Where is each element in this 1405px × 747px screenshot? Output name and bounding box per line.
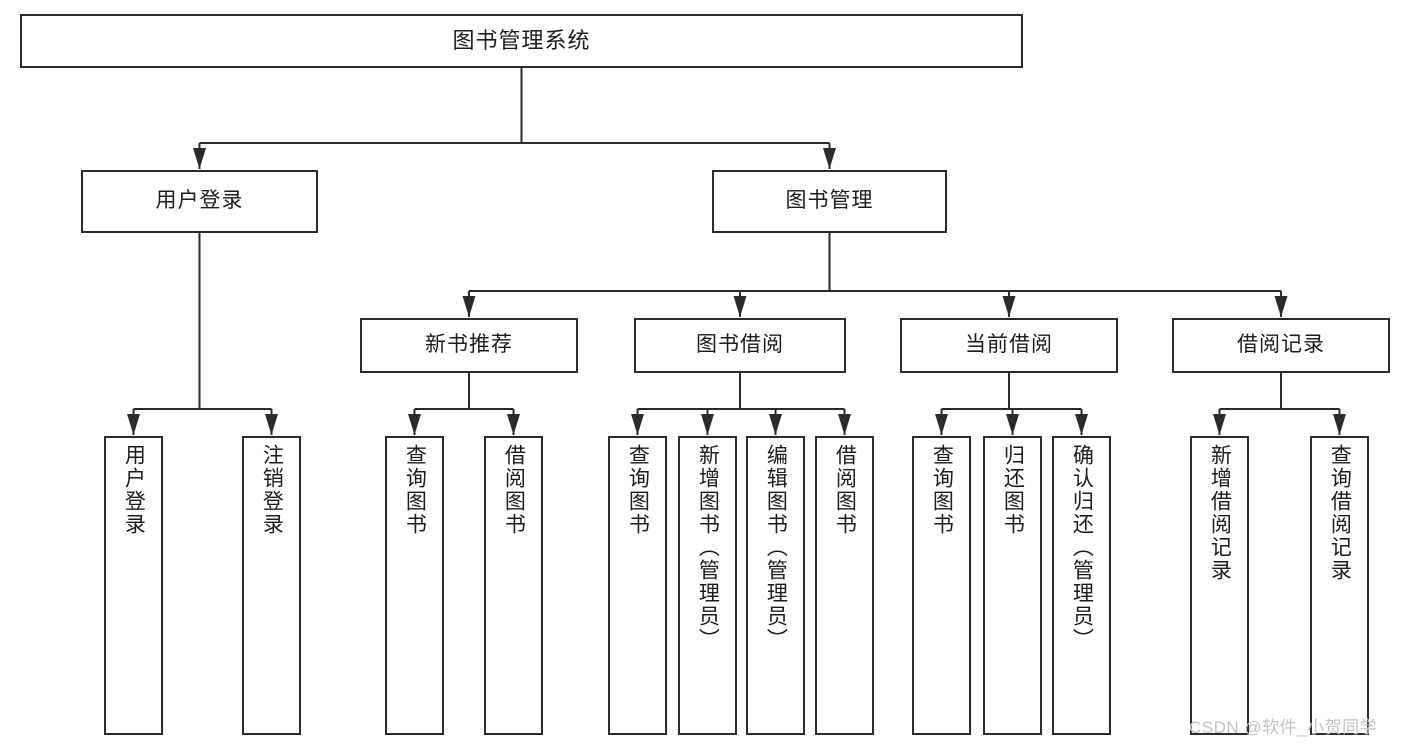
node-label: 借阅图书 <box>502 444 526 536</box>
node-label: 归还图书 <box>1001 444 1025 536</box>
node-label: 新增借阅记录 <box>1208 444 1232 582</box>
node-leaf-2[interactable]: 注销登录 <box>242 436 301 735</box>
node-label: 借阅记录 <box>1237 333 1325 357</box>
node-leaf-4[interactable]: 借阅图书 <box>484 436 543 735</box>
node-leaf-8[interactable]: 借阅图书 <box>815 436 874 735</box>
node-leaf-13[interactable]: 查询借阅记录 <box>1310 436 1369 735</box>
node-user-login[interactable]: 用户登录 <box>81 170 318 233</box>
node-label: 图书借阅 <box>696 333 784 357</box>
node-label: 查询图书 <box>403 444 427 536</box>
node-leaf-12[interactable]: 新增借阅记录 <box>1190 436 1249 735</box>
node-leaf-5[interactable]: 查询图书 <box>608 436 667 735</box>
node-label: 新增图书（管理员） <box>696 444 720 651</box>
node-leaf-11[interactable]: 确认归还（管理员） <box>1052 436 1111 735</box>
node-label: 用户登录 <box>155 189 244 213</box>
node-label: 用户登录 <box>122 444 146 536</box>
node-leaf-9[interactable]: 查询图书 <box>912 436 971 735</box>
node-leaf-7[interactable]: 编辑图书（管理员） <box>746 436 805 735</box>
node-borrow-record[interactable]: 借阅记录 <box>1172 318 1390 373</box>
node-current-borrow[interactable]: 当前借阅 <box>900 318 1118 373</box>
node-book-manage[interactable]: 图书管理 <box>712 170 947 233</box>
node-label: 借阅图书 <box>833 444 857 536</box>
node-label: 编辑图书（管理员） <box>764 444 788 651</box>
node-leaf-1[interactable]: 用户登录 <box>104 436 163 735</box>
node-root[interactable]: 图书管理系统 <box>20 14 1023 68</box>
node-leaf-10[interactable]: 归还图书 <box>983 436 1042 735</box>
node-book-borrow[interactable]: 图书借阅 <box>634 318 846 373</box>
node-label: 新书推荐 <box>425 333 513 357</box>
node-label: 查询借阅记录 <box>1328 444 1352 582</box>
node-label: 图书管理 <box>785 189 874 213</box>
node-leaf-6[interactable]: 新增图书（管理员） <box>678 436 737 735</box>
node-label: 图书管理系统 <box>452 28 591 54</box>
watermark-label: CSDN @软件_小贺同学 <box>1189 718 1378 737</box>
node-label: 查询图书 <box>626 444 650 536</box>
node-label: 注销登录 <box>260 444 284 536</box>
node-label: 当前借阅 <box>965 333 1053 357</box>
node-leaf-3[interactable]: 查询图书 <box>385 436 444 735</box>
node-new-book-rec[interactable]: 新书推荐 <box>360 318 578 373</box>
node-label: 查询图书 <box>930 444 954 536</box>
node-label: 确认归还（管理员） <box>1070 444 1094 651</box>
